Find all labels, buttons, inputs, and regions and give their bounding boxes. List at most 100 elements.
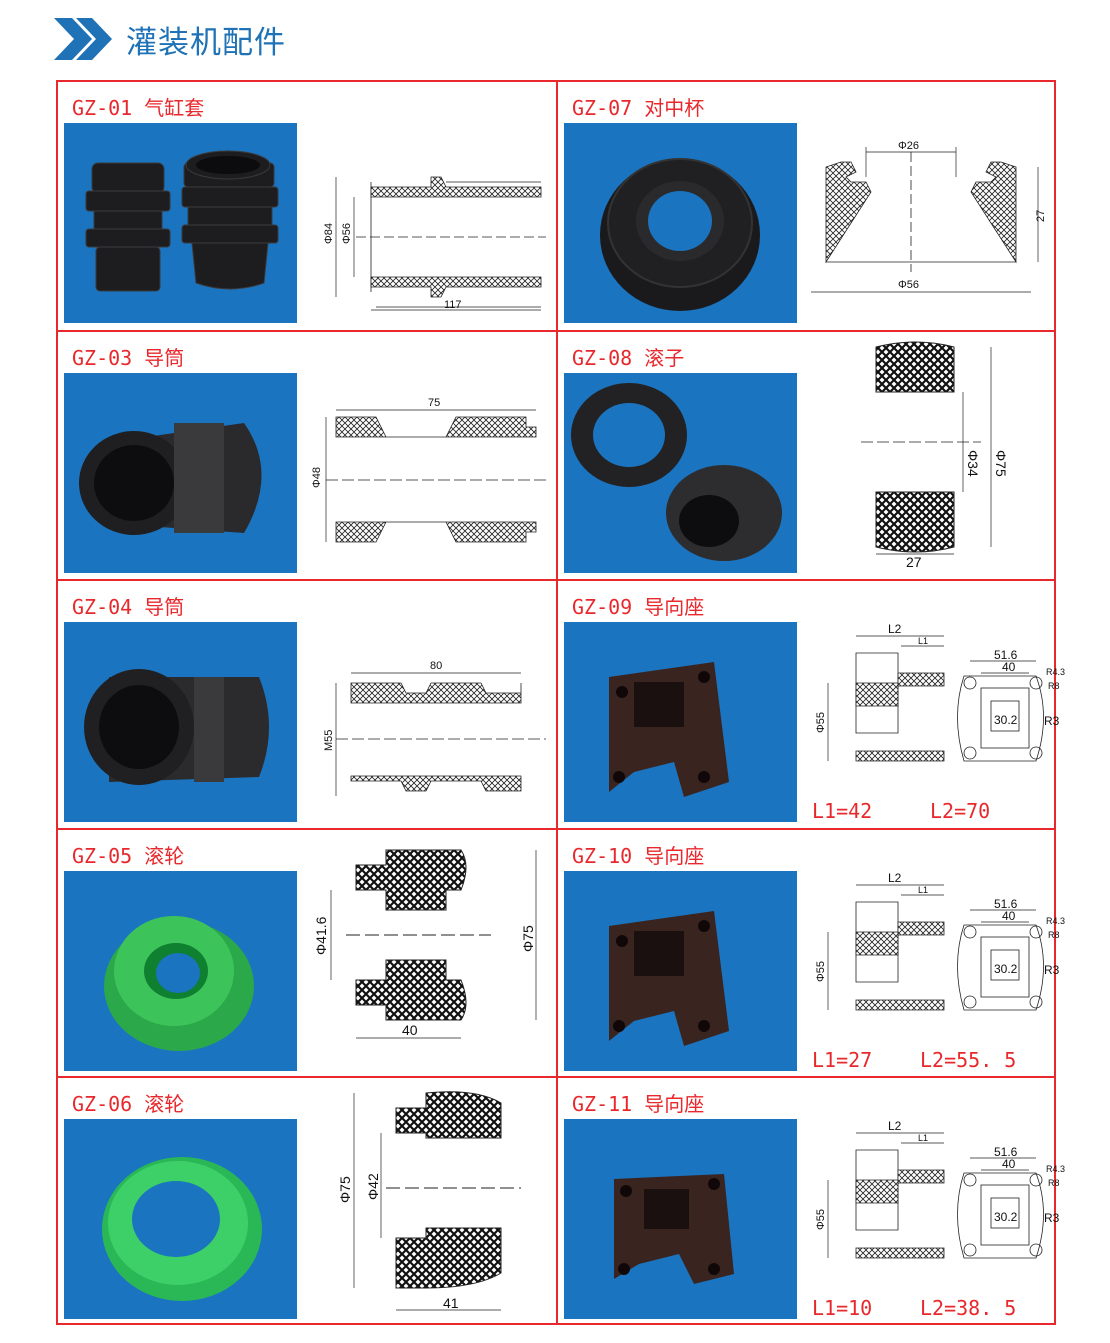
grid-divider [58,579,1054,581]
double-chevron-icon [54,18,112,60]
dim-dia: Φ48 [311,467,323,488]
dim-r3: R3 [1044,714,1060,728]
grid-divider [58,330,1054,332]
part-code: GZ-09 导向座 [572,595,705,619]
dim-width: 41 [443,1295,459,1311]
dim-r2: R8 [1048,930,1060,940]
part-photo [64,622,297,822]
part-card-gz-07: GZ-07 对中杯 Φ26 27 Φ56 [558,82,1056,330]
technical-drawing: Φ75 Φ42 41 [306,1078,551,1323]
dim-length: 117 [444,299,462,311]
part-card-gz-01: GZ-01 气缸套 [58,82,556,330]
dim-inner: Φ34 [965,450,981,477]
dim-w2: 40 [1002,909,1016,923]
part-code: GZ-11 导向座 [572,1092,705,1116]
part-card-gz-04: GZ-04 导筒 80 M55 [58,581,556,828]
part-code: GZ-05 滚轮 [72,844,185,868]
page-header: 灌装机配件 [52,14,286,64]
technical-drawing: Φ41.6 Φ75 40 [306,830,551,1075]
part-photo [564,622,797,822]
part-photo [64,123,297,323]
dim-w1: 51.6 [994,897,1018,911]
dim-l2: L2 [888,1119,902,1133]
dim-length: 75 [428,397,440,409]
dim-outer: Φ75 [337,1176,353,1203]
part-code: GZ-07 对中杯 [572,96,705,120]
dim-l1: L1 [918,885,928,895]
part-code: GZ-01 气缸套 [72,96,205,120]
l2-value: L2=55. 5 [920,1048,1017,1072]
part-photo [564,1119,797,1319]
dim-w1: 51.6 [994,648,1018,662]
part-photo [564,871,797,1071]
dim-outer: Φ84 [323,223,335,244]
part-photo [564,123,797,323]
l2-value: L2=38. 5 [920,1296,1017,1320]
technical-drawing: Φ34 Φ75 27 [806,332,1051,577]
l1-value: L1=27 [812,1048,873,1072]
l1-value: L1=42 [812,799,873,823]
dim-r2: R8 [1048,681,1060,691]
dim-l1: L1 [918,1133,928,1143]
dim-r3: R3 [1044,963,1060,977]
dim-w2: 40 [1002,1157,1016,1171]
part-code: GZ-08 滚子 [572,346,685,370]
grid-divider [556,82,558,1323]
page-title: 灌装机配件 [126,24,286,61]
part-photo [64,871,297,1071]
dim-r1: R4.3 [1046,1164,1065,1174]
part-photo [64,373,297,573]
dim-top: Φ26 [898,140,919,152]
dim-l2: L2 [888,871,902,885]
dim-r1: R4.3 [1046,667,1065,677]
part-code: GZ-10 导向座 [572,844,705,868]
dim-bottom: Φ56 [898,279,919,291]
part-card-gz-08: GZ-08 滚子 Φ34 Φ75 27 [558,332,1056,579]
dim-w1: 51.6 [994,1145,1018,1159]
technical-drawing: Φ26 27 Φ56 [806,122,1051,327]
part-code: GZ-04 导筒 [72,595,185,619]
part-card-gz-10: GZ-10 导向座 L2 L1 Φ55 [558,830,1065,1076]
dim-inner: Φ42 [365,1173,381,1200]
part-card-gz-11: GZ-11 导向座 L2 L1 Φ55 [558,1078,1065,1325]
grid-divider [58,828,1054,830]
part-photo [564,373,797,573]
part-card-gz-03: GZ-03 导筒 75 Φ48 [58,332,556,579]
dim-l1: L1 [918,636,928,646]
part-card-gz-09: GZ-09 导向座 L2 L1 Φ55 [558,581,1065,828]
l1-value: L1=10 [812,1296,873,1320]
dim-width: 27 [906,554,922,570]
dim-dia: Φ55 [815,1209,827,1230]
part-card-gz-06: GZ-06 滚轮 Φ75 Φ42 41 [58,1078,556,1325]
dim-width: 40 [402,1022,418,1038]
grid-divider [58,1076,1054,1078]
l2-value: L2=70 [930,799,991,823]
dim-outer: Φ75 [520,925,536,952]
part-photo [64,1119,297,1319]
dim-dia: Φ55 [815,961,827,982]
technical-drawing: L2 L1 Φ55 51.6 40 R4.3 R8 30.2 R3 [806,621,1065,826]
part-card-gz-05: GZ-05 滚轮 Φ41.6 Φ75 40 [58,830,556,1076]
dim-r3: R3 [1044,1211,1060,1225]
dim-w2: 40 [1002,660,1016,674]
dim-r2: R8 [1048,1178,1060,1188]
dim-thread: M55 [323,730,335,751]
dim-inner: Φ41.6 [313,916,329,955]
dim-outer: Φ75 [993,450,1009,477]
part-code: GZ-06 滚轮 [72,1092,185,1116]
technical-drawing: Φ84 Φ56 117 [306,122,551,327]
dim-length: 80 [430,660,442,672]
technical-drawing: L2 L1 Φ55 51.6 40 R4.3 R8 30.2 R3 [806,1118,1065,1323]
parts-grid: GZ-01 气缸套 [56,80,1065,1325]
dim-height: 27 [1035,210,1047,222]
technical-drawing: L2 L1 Φ55 51.6 40 R4.3 R8 30.2 R3 [806,870,1065,1075]
technical-drawing: 80 M55 [306,621,551,826]
dim-sq: 30.2 [994,713,1018,727]
dim-sq: 30.2 [994,1210,1018,1224]
dim-inner: Φ56 [341,223,353,244]
dim-dia: Φ55 [815,712,827,733]
dim-l2: L2 [888,622,902,636]
technical-drawing: 75 Φ48 [306,372,551,577]
dim-r1: R4.3 [1046,916,1065,926]
part-code: GZ-03 导筒 [72,346,185,370]
